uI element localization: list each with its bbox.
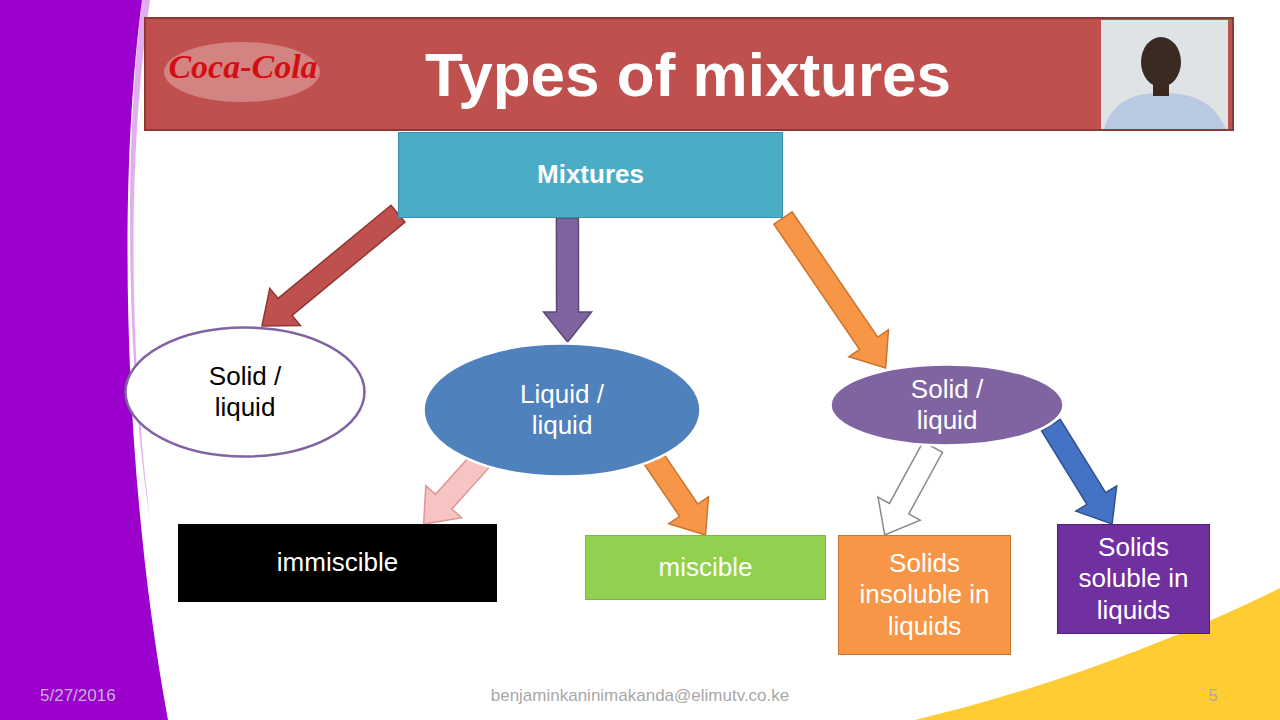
node-label: Solid / liquid (892, 374, 1002, 436)
photo-backdrop (1101, 20, 1228, 129)
footer-date: 5/27/2016 (40, 686, 170, 706)
footer-email: benjaminkaninimakanda@elimutv.co.ke (340, 686, 940, 706)
category-ellipse: Solid / liquid (124, 326, 366, 458)
node-label: Solids insoluble in liquids (842, 548, 1007, 642)
slide-number: 5 (1198, 686, 1228, 706)
category-ellipse: Solid / liquid (829, 363, 1065, 447)
node-label: miscible (659, 552, 753, 583)
node-label: Liquid / liquid (507, 379, 617, 441)
type-box: Solids insoluble in liquids (838, 535, 1011, 655)
slide-title: Types of mixtures (388, 38, 988, 112)
block-arrow (262, 205, 405, 326)
block-arrow (644, 451, 709, 535)
node-label: immiscible (277, 547, 398, 578)
category-box: Mixtures (398, 132, 783, 218)
block-arrow (544, 218, 592, 342)
type-box: immiscible (178, 524, 497, 602)
node-label: Mixtures (537, 159, 644, 190)
ellipse-shape (831, 365, 1064, 446)
title-banner (145, 18, 1233, 130)
node-label: Solid / liquid (190, 361, 300, 423)
category-ellipse: Liquid / liquid (422, 342, 702, 478)
ellipse-shape (126, 328, 365, 457)
block-arrow (774, 212, 889, 368)
presenter-photo (1101, 20, 1228, 129)
photo-shirt (1104, 93, 1226, 129)
block-arrow (1041, 419, 1116, 524)
node-label: Solids soluble in liquids (1059, 532, 1209, 626)
block-arrow (878, 442, 942, 535)
ellipse-shape (424, 344, 701, 477)
logo-text: Coca-Cola (158, 48, 328, 86)
photo-head (1141, 37, 1181, 87)
type-box: Solids soluble in liquids (1057, 524, 1210, 634)
type-box: miscible (585, 535, 826, 600)
